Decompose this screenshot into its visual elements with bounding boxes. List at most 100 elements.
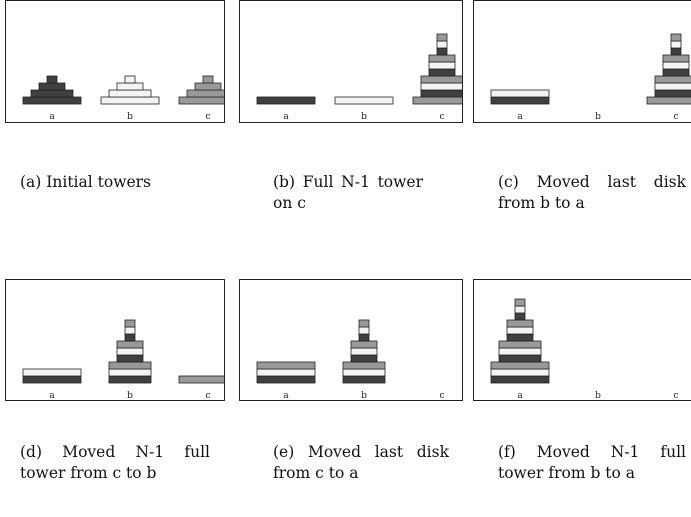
- disk-dark: [342, 375, 386, 384]
- disk-light: [350, 347, 378, 356]
- disk-dark: [654, 89, 691, 98]
- disk-light: [116, 82, 144, 91]
- panel-frame: a b c: [5, 0, 225, 123]
- disk-gray: [670, 33, 682, 42]
- disk-gray: [178, 96, 224, 105]
- peg-label-a: a: [49, 112, 55, 122]
- disk-gray: [412, 96, 462, 105]
- disk-light: [670, 40, 682, 49]
- disk-gray: [178, 375, 224, 384]
- disk-gray: [490, 361, 550, 370]
- disk-dark: [490, 375, 550, 384]
- disk-dark: [506, 333, 534, 342]
- peg-label-a: a: [283, 391, 289, 400]
- panel-b: a b c: [239, 0, 463, 136]
- disk-gray: [662, 54, 690, 63]
- disk-gray: [646, 96, 691, 105]
- panel-f: a b c: [473, 279, 691, 415]
- peg-label-a: a: [517, 391, 523, 400]
- panel-frame: a b c: [473, 0, 691, 123]
- disk-dark: [124, 333, 136, 342]
- disk-dark: [256, 96, 316, 105]
- peg-label-c: c: [673, 112, 678, 122]
- peg-label-c: c: [439, 391, 444, 400]
- disk-dark: [38, 82, 66, 91]
- disk-dark: [22, 375, 82, 384]
- peg-label-b: b: [127, 112, 133, 122]
- disk-dark: [46, 75, 58, 84]
- peg-label-b: b: [361, 391, 367, 400]
- panel-frame: a b c: [239, 279, 463, 401]
- peg-label-b: b: [361, 112, 367, 122]
- disk-dark: [350, 354, 378, 363]
- disk-light: [116, 347, 144, 356]
- disk-light: [342, 368, 386, 377]
- disk-gray: [256, 361, 316, 370]
- peg-label-b: b: [127, 391, 133, 400]
- disk-dark: [490, 96, 550, 105]
- disk-gray: [514, 298, 526, 307]
- disk-dark: [670, 47, 682, 56]
- disk-gray: [350, 340, 378, 349]
- peg-label-c: c: [673, 391, 678, 400]
- peg-label-c: c: [205, 391, 210, 400]
- disk-gray: [124, 319, 136, 328]
- disk-dark: [22, 96, 82, 105]
- disk-dark: [108, 375, 152, 384]
- caption-b: (b) Full N-1 tower on c: [273, 173, 423, 212]
- peg-label-b: b: [595, 112, 601, 122]
- peg-label-a: a: [283, 112, 289, 122]
- disk-light: [428, 61, 456, 70]
- disk-gray: [506, 319, 534, 328]
- disk-light: [124, 326, 136, 335]
- tower-diagram: a b c: [22, 75, 224, 122]
- disk-dark: [514, 312, 526, 321]
- disk-gray: [420, 75, 462, 84]
- disk-dark: [420, 89, 462, 98]
- disk-light: [436, 40, 448, 49]
- peg-label-b: b: [595, 391, 601, 400]
- disk-dark: [662, 68, 690, 77]
- disk-light: [662, 61, 690, 70]
- disk-gray: [186, 89, 224, 98]
- disk-light: [490, 89, 550, 98]
- disk-dark: [436, 47, 448, 56]
- disk-gray: [194, 82, 222, 91]
- tower-diagram: a b c: [490, 33, 691, 122]
- panel-a: a b c: [5, 0, 229, 136]
- disk-dark: [116, 354, 144, 363]
- peg-label-a: a: [517, 112, 523, 122]
- disk-dark: [498, 354, 542, 363]
- disk-light: [108, 89, 152, 98]
- disk-light: [22, 368, 82, 377]
- peg-label-c: c: [205, 112, 210, 122]
- caption-f: (f) Moved N-1 full tower from b to a: [498, 443, 686, 482]
- disk-light: [654, 82, 691, 91]
- disk-dark: [358, 333, 370, 342]
- peg-label-c: c: [439, 112, 444, 122]
- caption-e: (e) Moved last disk from c to a: [273, 443, 449, 482]
- disk-gray: [654, 75, 691, 84]
- disk-dark: [428, 68, 456, 77]
- caption-d: (d) Moved N-1 full tower from c to b: [20, 443, 210, 482]
- tower-diagram: a b c: [256, 33, 462, 122]
- disk-light: [108, 368, 152, 377]
- disk-gray: [108, 361, 152, 370]
- disk-light: [100, 96, 160, 105]
- caption-a: (a) Initial towers: [20, 173, 152, 191]
- disk-dark: [30, 89, 74, 98]
- disk-light: [358, 326, 370, 335]
- disk-light: [420, 82, 462, 91]
- disk-gray: [498, 340, 542, 349]
- tower-diagram: a b c: [256, 319, 445, 400]
- tower-diagram: a b c: [490, 298, 679, 400]
- disk-light: [498, 347, 542, 356]
- panel-e: a b c: [239, 279, 463, 415]
- disk-light: [256, 368, 316, 377]
- panel-c: a b c: [473, 0, 691, 136]
- disk-light: [334, 96, 394, 105]
- disk-light: [514, 305, 526, 314]
